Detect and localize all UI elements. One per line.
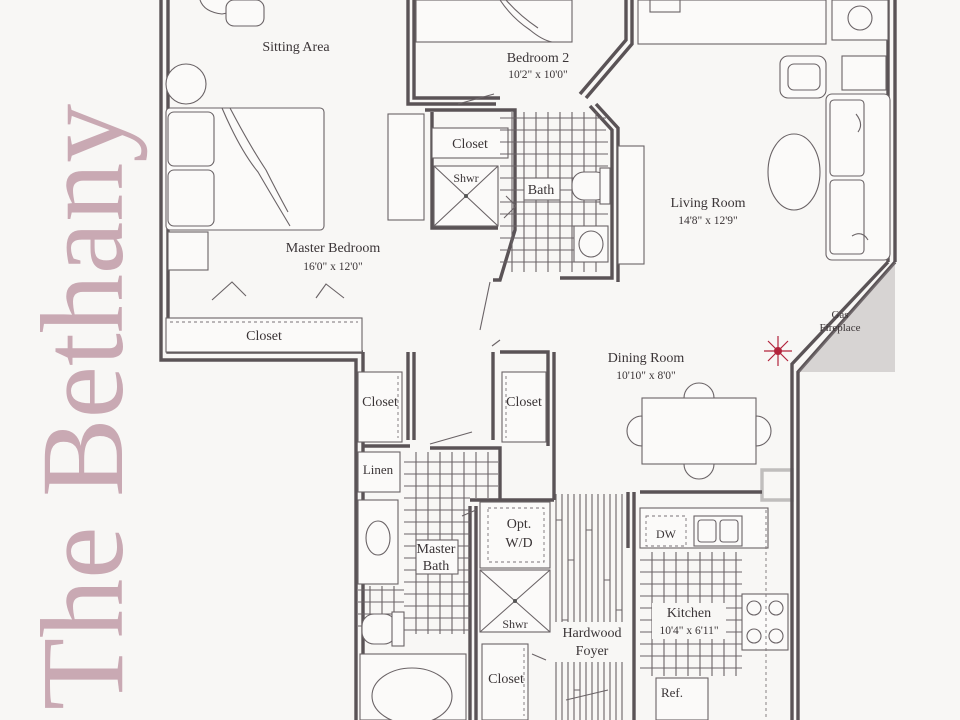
bath-label: Bath — [528, 183, 554, 198]
opt-wd-label-2: W/D — [505, 536, 532, 551]
flower-decoration — [764, 336, 792, 366]
interior-walls — [361, 0, 794, 720]
master-bedroom-size: 16'0" x 12'0" — [303, 261, 363, 273]
kitchen-label: Kitchen — [667, 606, 711, 621]
closet-bottom-label: Closet — [488, 672, 524, 687]
kitchen-size: 10'4" x 6'11" — [659, 625, 718, 637]
bedroom2-size: 10'2" x 10'0" — [508, 69, 568, 81]
foyer-label-1: Hardwood — [562, 626, 621, 641]
dining-room-label: Dining Room — [608, 351, 685, 366]
master-bed — [165, 107, 325, 271]
master-closet-label: Closet — [246, 329, 282, 344]
opt-wd-label-1: Opt. — [507, 517, 532, 532]
hardwood-foyer-floor — [555, 494, 623, 720]
master-bath-label-1: Master — [417, 542, 456, 557]
bedroom2-bed — [387, 0, 573, 221]
plan-title: The Bethany — [17, 104, 148, 710]
dw-label: DW — [656, 527, 677, 541]
bottom-shower-label: Shwr — [502, 617, 527, 631]
top-shower-label: Shwr — [453, 171, 478, 185]
master-bedroom-label: Master Bedroom — [286, 241, 381, 256]
dining-room-size: 10'10" x 8'0" — [616, 370, 676, 382]
bedroom2-closet-label: Closet — [452, 137, 488, 152]
living-room-size: 14'8" x 12'9" — [678, 215, 738, 227]
linen-label: Linen — [363, 462, 394, 477]
bedroom2-label: Bedroom 2 — [507, 51, 570, 66]
living-room-label: Living Room — [670, 196, 745, 211]
living-room-furniture — [637, 0, 891, 261]
foyer-label-2: Foyer — [576, 644, 609, 659]
master-bath-label-2: Bath — [423, 559, 449, 574]
sitting-area-furniture — [165, 0, 265, 105]
sitting-area-label: Sitting Area — [262, 40, 330, 55]
closet-right-label: Closet — [506, 395, 542, 410]
ref-label: Ref. — [661, 685, 683, 700]
dining-table — [626, 382, 772, 480]
closet-left-label: Closet — [362, 395, 398, 410]
